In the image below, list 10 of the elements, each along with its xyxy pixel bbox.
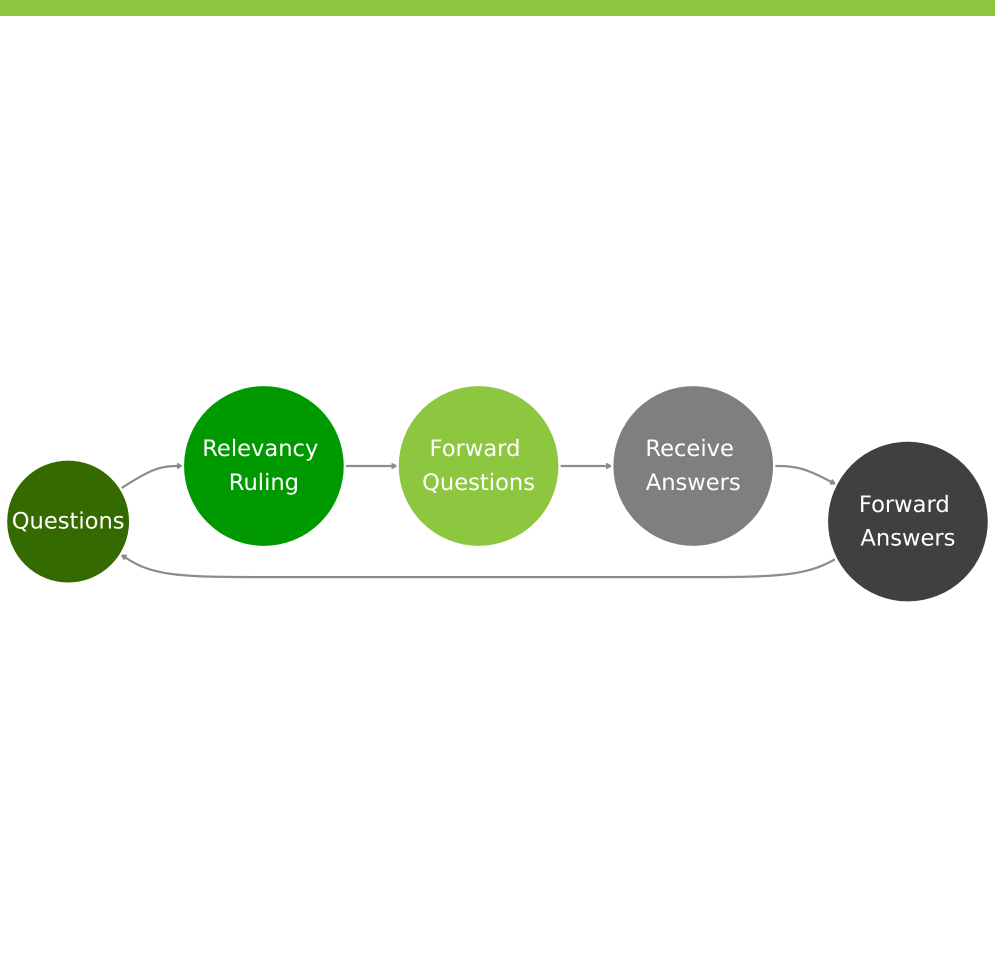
node-circle: Receive Answers	[611, 384, 776, 548]
arrow	[774, 464, 836, 484]
node-circle: Forward Questions	[396, 384, 561, 548]
node-circle: Forward Answers	[826, 439, 990, 604]
arrow	[120, 462, 184, 490]
arrow	[120, 554, 837, 578]
arrow	[344, 462, 398, 470]
arrow	[560, 462, 613, 470]
node-circle: Questions	[4, 458, 132, 584]
node-circle: Relevancy Ruling	[182, 384, 346, 548]
